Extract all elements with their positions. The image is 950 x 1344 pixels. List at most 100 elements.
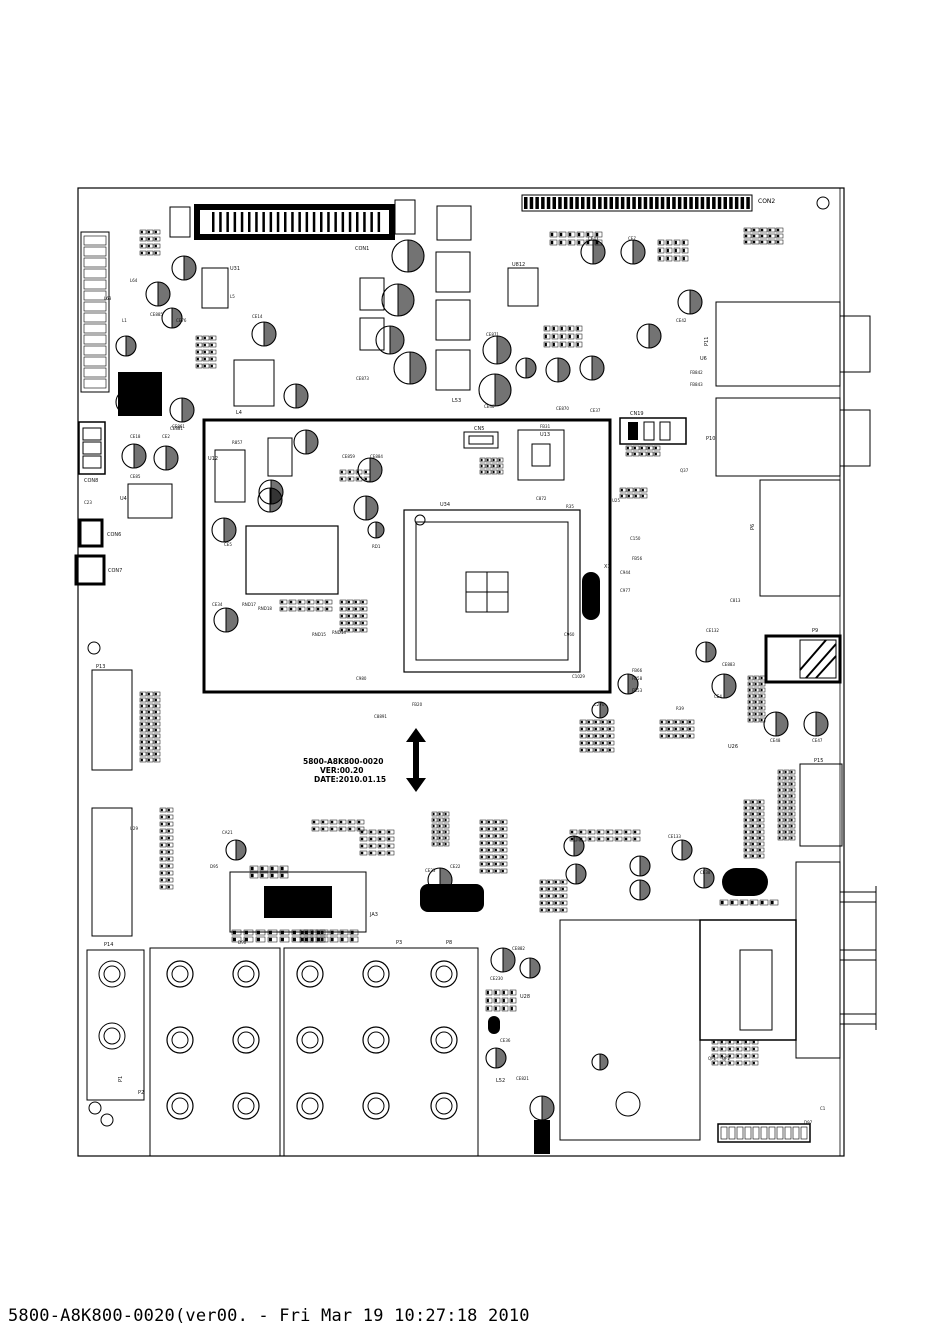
part-label-rnd17: RND17 xyxy=(242,602,256,607)
svg-text:P2: P2 xyxy=(138,1090,144,1096)
component-black-right xyxy=(722,868,768,896)
svg-text:U812: U812 xyxy=(512,262,525,268)
part-label-c813: C813 xyxy=(730,598,741,603)
part-label-c1: C1 xyxy=(820,1106,826,1111)
svg-text:P14: P14 xyxy=(104,942,113,948)
part-label-ce37: CE37 xyxy=(590,408,601,413)
part-label-u25: U25 xyxy=(612,498,620,503)
svg-text:L53: L53 xyxy=(452,398,461,404)
part-label-r39: R39 xyxy=(676,706,684,711)
part-label-rnd18: RND18 xyxy=(258,606,272,611)
svg-text:U12: U12 xyxy=(208,456,218,462)
part-label-ce40: CE40 xyxy=(484,404,495,409)
svg-text:L52: L52 xyxy=(496,1078,505,1084)
part-label-ce38: CE38 xyxy=(700,870,711,875)
part-label-ce36: CE36 xyxy=(500,1038,511,1043)
connector-p6: P6 xyxy=(750,479,841,597)
part-label-l63: L63 xyxy=(104,296,112,301)
part-label-u29: U29 xyxy=(130,826,138,831)
svg-text:P11: P11 xyxy=(704,337,710,346)
part-label-ce76: CE76 xyxy=(176,318,187,323)
part-label-ce42: CE42 xyxy=(676,318,687,323)
connector-con2: CON2 xyxy=(521,194,775,212)
part-label-ce871: CE871 xyxy=(486,332,499,337)
part-label-ce47: CE47 xyxy=(812,738,823,743)
part-label-ce885: CE885 xyxy=(150,312,163,317)
part-label-ce870: CE870 xyxy=(556,406,569,411)
ic-u13: U13 xyxy=(517,429,565,481)
part-label-ca21: CA21 xyxy=(222,830,233,835)
part-label-ce43: CE43 xyxy=(588,236,599,241)
part-label-qf1: QF1 xyxy=(708,1056,716,1061)
part-label-ce861: CE861 xyxy=(172,424,185,429)
connector-con8: CON8 xyxy=(78,421,106,484)
tuner-module xyxy=(559,919,701,1141)
part-label-ce22: CE22 xyxy=(450,864,461,869)
part-label-fb66: FB66 xyxy=(632,668,643,673)
part-label-fb31: FB31 xyxy=(540,424,551,429)
part-label-ce7: CE7 xyxy=(628,236,636,241)
part-label-fb53: FB53 xyxy=(632,688,643,693)
part-label-l64: L64 xyxy=(130,278,138,283)
connector-p3: P3 xyxy=(283,940,479,1157)
part-label-fb58: FB58 xyxy=(632,676,643,681)
part-label-fb843: FB843 xyxy=(690,382,703,387)
part-label-c977: C977 xyxy=(620,588,631,593)
svg-text:P13: P13 xyxy=(96,664,105,670)
part-label-c980: C980 xyxy=(356,676,367,681)
svg-text:P15: P15 xyxy=(814,758,823,764)
part-label-ce230: CE230 xyxy=(490,976,503,981)
connector-p2 xyxy=(149,947,281,1157)
part-label-ce5: CE5 xyxy=(224,542,232,547)
svg-text:CN5: CN5 xyxy=(474,426,484,432)
part-label-ce85: CE85 xyxy=(130,474,141,479)
svg-text:P8: P8 xyxy=(446,940,452,946)
part-label-rnd15: RND15 xyxy=(312,632,326,637)
part-label-rd1: RD1 xyxy=(372,544,381,549)
connector-p10: P10 xyxy=(706,397,871,477)
part-label-ce14: CE14 xyxy=(252,314,263,319)
part-label-ce821: CE821 xyxy=(516,1076,529,1081)
part-label-qf2: QF2 xyxy=(722,1056,730,1061)
part-label-c8891: C8891 xyxy=(374,714,387,719)
part-label-ce2: CE2 xyxy=(162,434,170,439)
svg-text:U34: U34 xyxy=(440,502,450,508)
part-label-ce133: CE133 xyxy=(668,834,681,839)
board-part-number: 5800-A8K800-0020 xyxy=(303,757,383,766)
part-label-ce859: CE859 xyxy=(342,454,355,459)
connector-p15: P15 xyxy=(799,758,843,847)
svg-text:X1: X1 xyxy=(604,564,611,570)
part-label-d95: D95 xyxy=(210,864,219,869)
mount-hole-bl2 xyxy=(100,1113,114,1127)
ic-u34: U34 xyxy=(403,502,581,673)
part-label-c944: C944 xyxy=(620,570,631,575)
connector-p13: P13 xyxy=(91,664,133,771)
connector-con1: CON1 xyxy=(169,204,395,252)
part-label-ce34: CE34 xyxy=(212,602,223,607)
part-label-fb842: FB842 xyxy=(690,370,703,375)
svg-text:P3: P3 xyxy=(396,940,402,946)
svg-text:CON6: CON6 xyxy=(107,532,121,538)
part-label-r35: R35 xyxy=(566,504,574,509)
svg-text:U6: U6 xyxy=(700,356,707,362)
part-label-l5: L5 xyxy=(230,294,235,299)
part-label-q37: Q37 xyxy=(680,468,689,473)
mount-hole-bl1 xyxy=(88,1101,102,1115)
svg-text:U28: U28 xyxy=(520,994,530,1000)
part-label-ce884: CE884 xyxy=(370,454,383,459)
part-label-ce882: CE882 xyxy=(512,946,525,951)
svg-text:P1: P1 xyxy=(118,1076,124,1082)
svg-text:C23: C23 xyxy=(84,500,92,505)
part-label-c270: C270 xyxy=(594,702,605,707)
svg-text:CON7: CON7 xyxy=(108,568,122,574)
svg-text:L4: L4 xyxy=(236,410,242,416)
mount-hole-tr xyxy=(816,196,830,210)
svg-text:JA3: JA3 xyxy=(369,912,378,918)
board-version: VER:00.20 xyxy=(320,766,363,775)
svg-text:P9: P9 xyxy=(812,628,818,634)
soc-frame xyxy=(202,418,612,694)
part-label-l1: L1 xyxy=(122,318,127,323)
svg-text:CON1: CON1 xyxy=(355,246,369,252)
part-label-ce18: CE18 xyxy=(130,434,141,439)
